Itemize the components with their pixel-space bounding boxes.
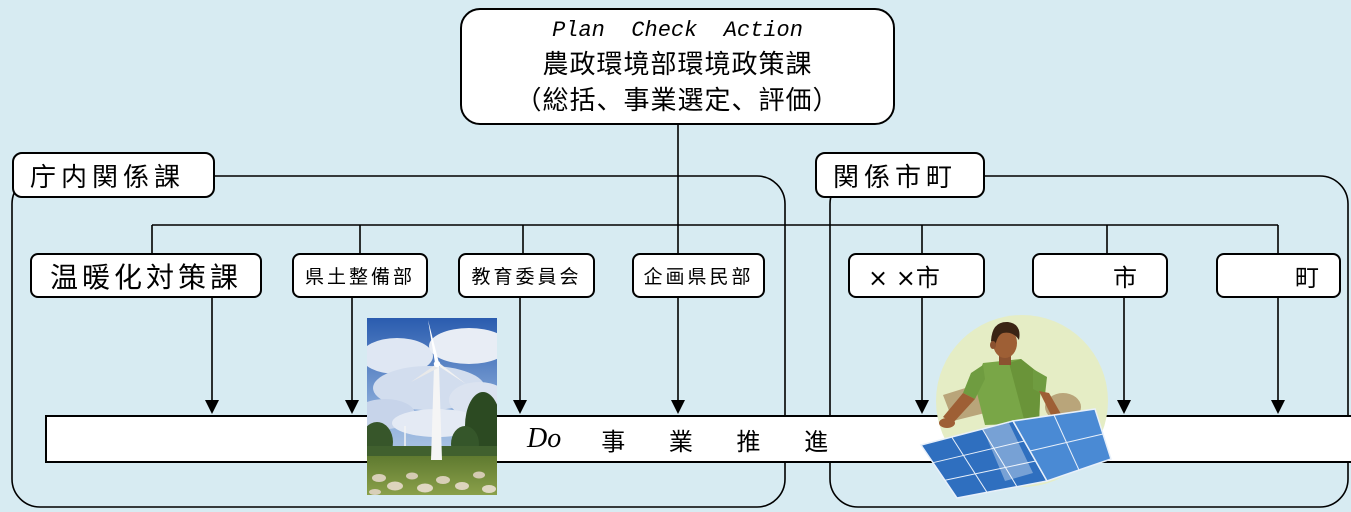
municipality-box-city-xx: × ×市 xyxy=(848,253,985,298)
arrow-city xyxy=(1117,298,1131,414)
dept-box-land: 県土整備部 xyxy=(292,253,428,298)
arrow-head xyxy=(513,400,527,414)
worker xyxy=(939,321,1081,431)
right-group-container xyxy=(829,175,1349,508)
sheep-flock xyxy=(369,471,496,495)
do-label: Do xyxy=(527,423,562,454)
municipality-box-city: 市 xyxy=(1032,253,1168,298)
arrow-city-xx xyxy=(915,298,929,414)
division-name: 農政環境部環境政策課 xyxy=(542,49,813,80)
wind-turbine xyxy=(411,320,466,460)
left-group-container xyxy=(11,175,786,508)
arrow-head xyxy=(671,400,685,414)
arrow-warming-dept xyxy=(205,298,219,414)
clouds xyxy=(367,328,497,437)
solar-panels xyxy=(919,408,1112,499)
do-text: 事 業 推 進 xyxy=(601,427,841,456)
left-group-label: 庁内関係課 xyxy=(12,152,215,198)
arrow-head xyxy=(205,400,219,414)
arrow-head xyxy=(1271,400,1285,414)
municipality-box-town: 町 xyxy=(1216,253,1341,298)
dept-box-warming: 温暖化対策課 xyxy=(30,253,262,298)
trees xyxy=(367,392,497,462)
division-role: （総括、事業選定、評価） xyxy=(515,85,840,116)
dept-box-education: 教育委員会 xyxy=(458,253,595,298)
arrow-head xyxy=(915,400,929,414)
solar-panel-worker-illustration xyxy=(919,315,1112,499)
arrow-head xyxy=(345,400,359,414)
arrow-town xyxy=(1271,298,1285,414)
dept-box-planning: 企画県民部 xyxy=(632,253,765,298)
right-group-label: 関係市町 xyxy=(815,152,985,198)
arrow-planning-dept xyxy=(671,298,685,414)
wind-turbine-photo xyxy=(367,318,497,495)
plan-check-action-label: Plan Check Action xyxy=(552,17,803,43)
policy-division-box: Plan Check Action 農政環境部環境政策課 （総括、事業選定、評価… xyxy=(460,8,895,125)
arrow-head xyxy=(1117,400,1131,414)
arrow-education-dept xyxy=(513,298,527,414)
do-bar: Do 事 業 推 進 xyxy=(45,415,1351,463)
arrow-land-dept xyxy=(345,298,359,414)
